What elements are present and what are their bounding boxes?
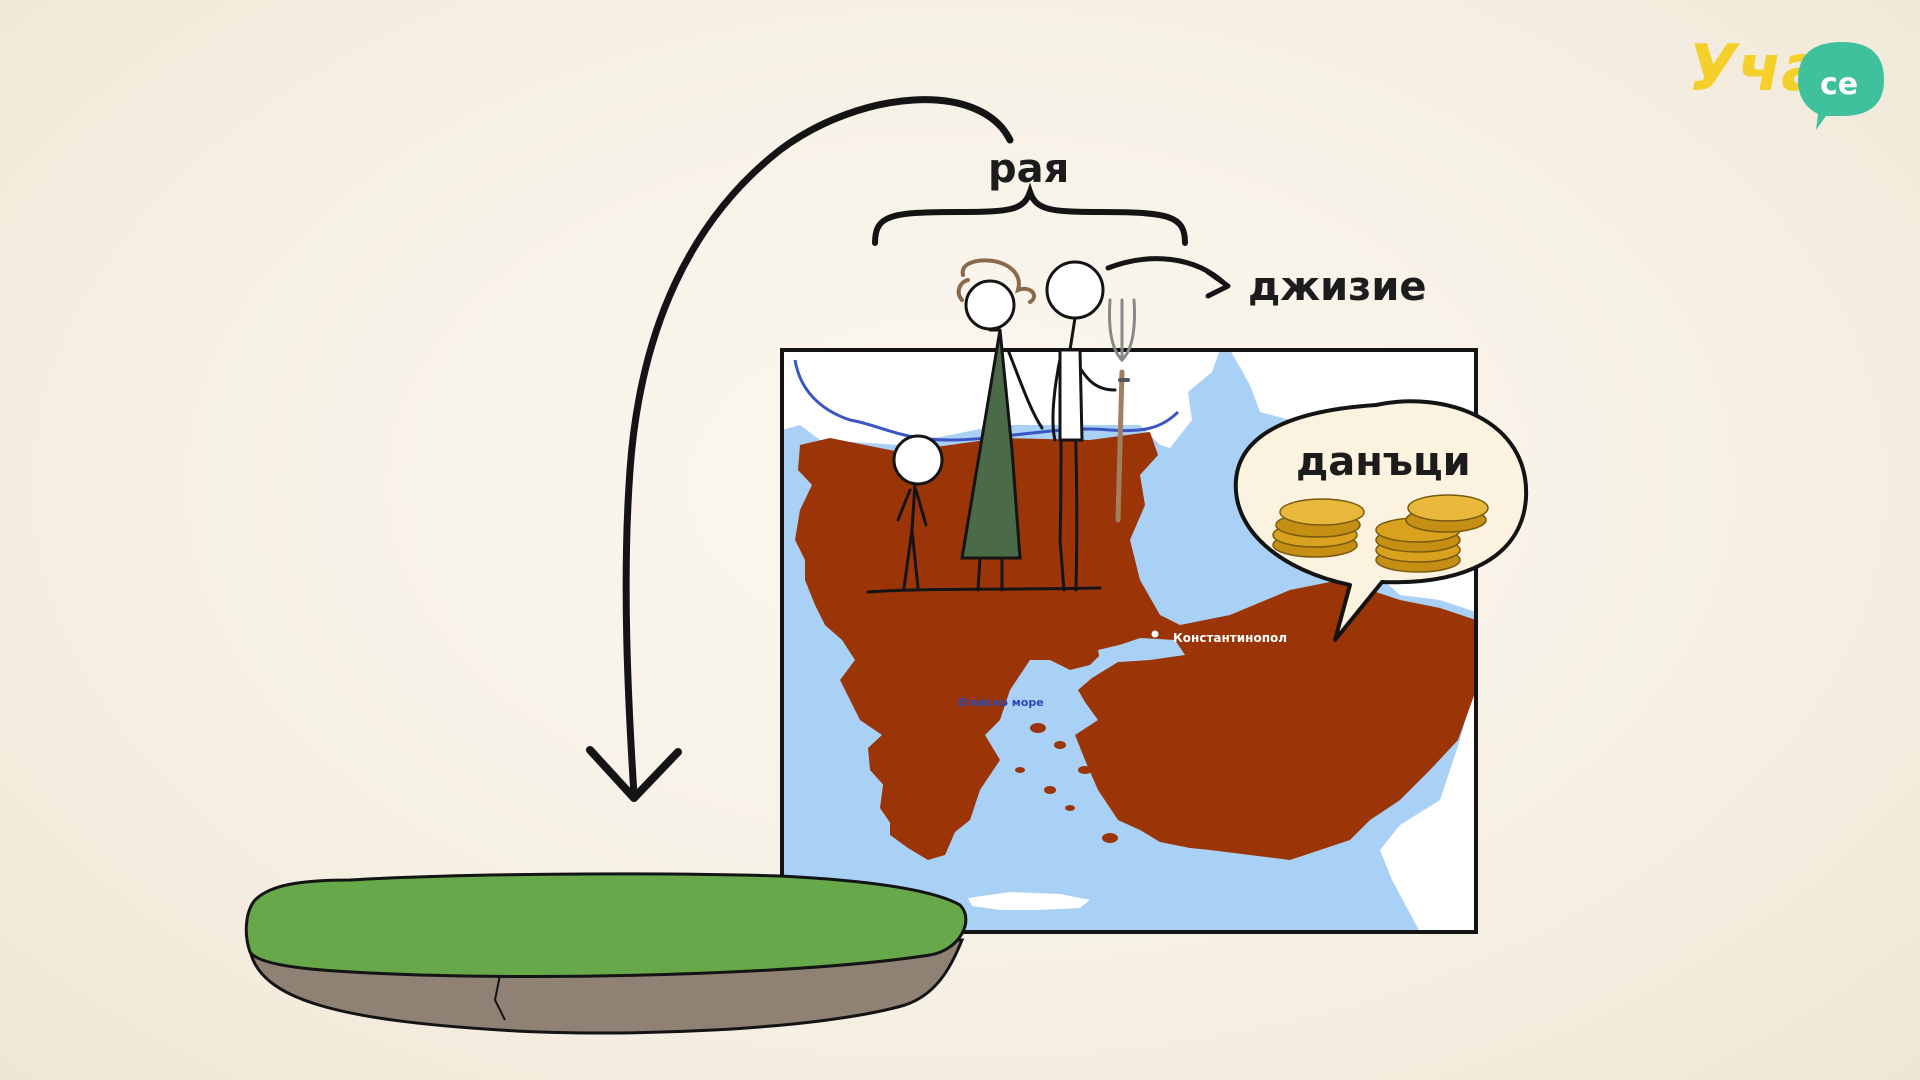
man-figure — [1045, 260, 1117, 592]
label-dzhizie: джизие — [1248, 264, 1427, 310]
family-figures — [866, 258, 1136, 594]
coins-icon — [1272, 494, 1489, 573]
curved-arrow-icon — [586, 96, 1014, 802]
map-river — [793, 359, 1180, 442]
pitchfork-icon — [1108, 298, 1136, 523]
map-islands — [994, 676, 1130, 843]
child-figure — [892, 434, 944, 590]
land-island — [244, 872, 968, 1035]
map-peloponnese — [880, 760, 970, 852]
label-egeysko-more: Егейско море — [958, 696, 1044, 709]
small-arrow-icon — [1105, 256, 1231, 299]
taxes-speech-bubble: данъци — [1233, 399, 1529, 642]
island-grass — [244, 872, 968, 978]
map-marmara — [1098, 640, 1185, 662]
curly-brace-icon — [872, 182, 1188, 246]
uchase-logo: Уча се — [1688, 32, 1884, 130]
map-cyprus — [1395, 876, 1440, 896]
map-land-southeast — [1380, 680, 1476, 932]
label-konstantinopol: Константинопол — [1173, 631, 1287, 645]
logo-suffix: се — [1820, 67, 1858, 102]
woman-figure — [956, 258, 1044, 592]
map-crete — [968, 892, 1090, 910]
label-dantsi: данъци — [1296, 439, 1471, 485]
constantinople-marker-icon — [1150, 629, 1160, 639]
logo-speech-bubble-icon — [1798, 42, 1884, 130]
label-raya: рая — [988, 146, 1069, 192]
